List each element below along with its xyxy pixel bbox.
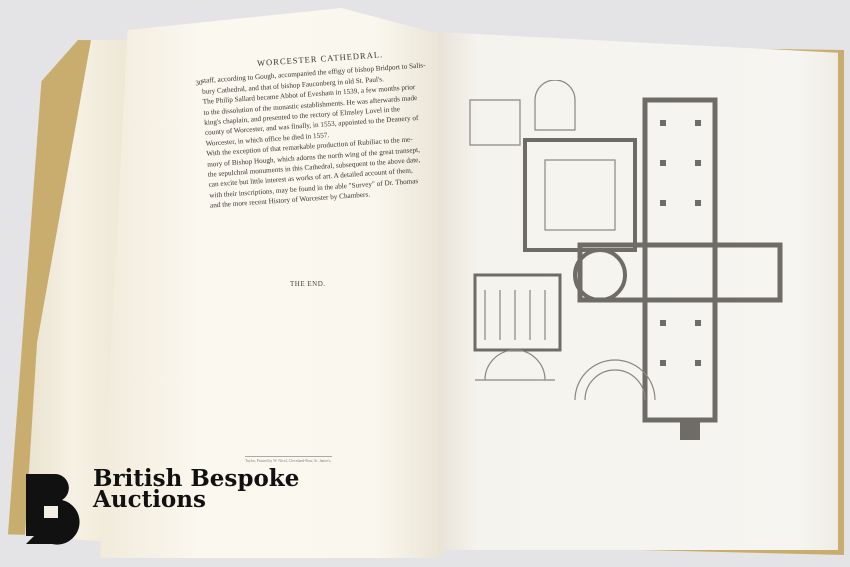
- page-number: 30: [195, 78, 203, 88]
- brand-logo-icon: [26, 473, 80, 545]
- brand-line-1: British Bespoke: [93, 465, 300, 492]
- chapter-house: [573, 248, 627, 302]
- brand-name: British Bespoke Auctions: [93, 465, 300, 513]
- cloister-walls: [523, 138, 637, 252]
- brand-line-2: Auctions: [93, 486, 206, 513]
- left-page: [100, 8, 445, 558]
- cathedral-floor-plan: [469, 80, 783, 440]
- imprint-text: Taylor, Printed by W. Nicol, Cleveland-R…: [245, 456, 332, 463]
- text-block: WORCESTER CATHEDRAL. 30 staff, according…: [195, 45, 450, 212]
- crypt-plan: [473, 273, 562, 352]
- transept-walls: [577, 242, 783, 303]
- body-text: staff, according to Gough, accompanied t…: [201, 60, 450, 212]
- right-page: [438, 32, 838, 550]
- the-end-text: THE END.: [290, 280, 326, 288]
- nave-walls: [642, 97, 718, 423]
